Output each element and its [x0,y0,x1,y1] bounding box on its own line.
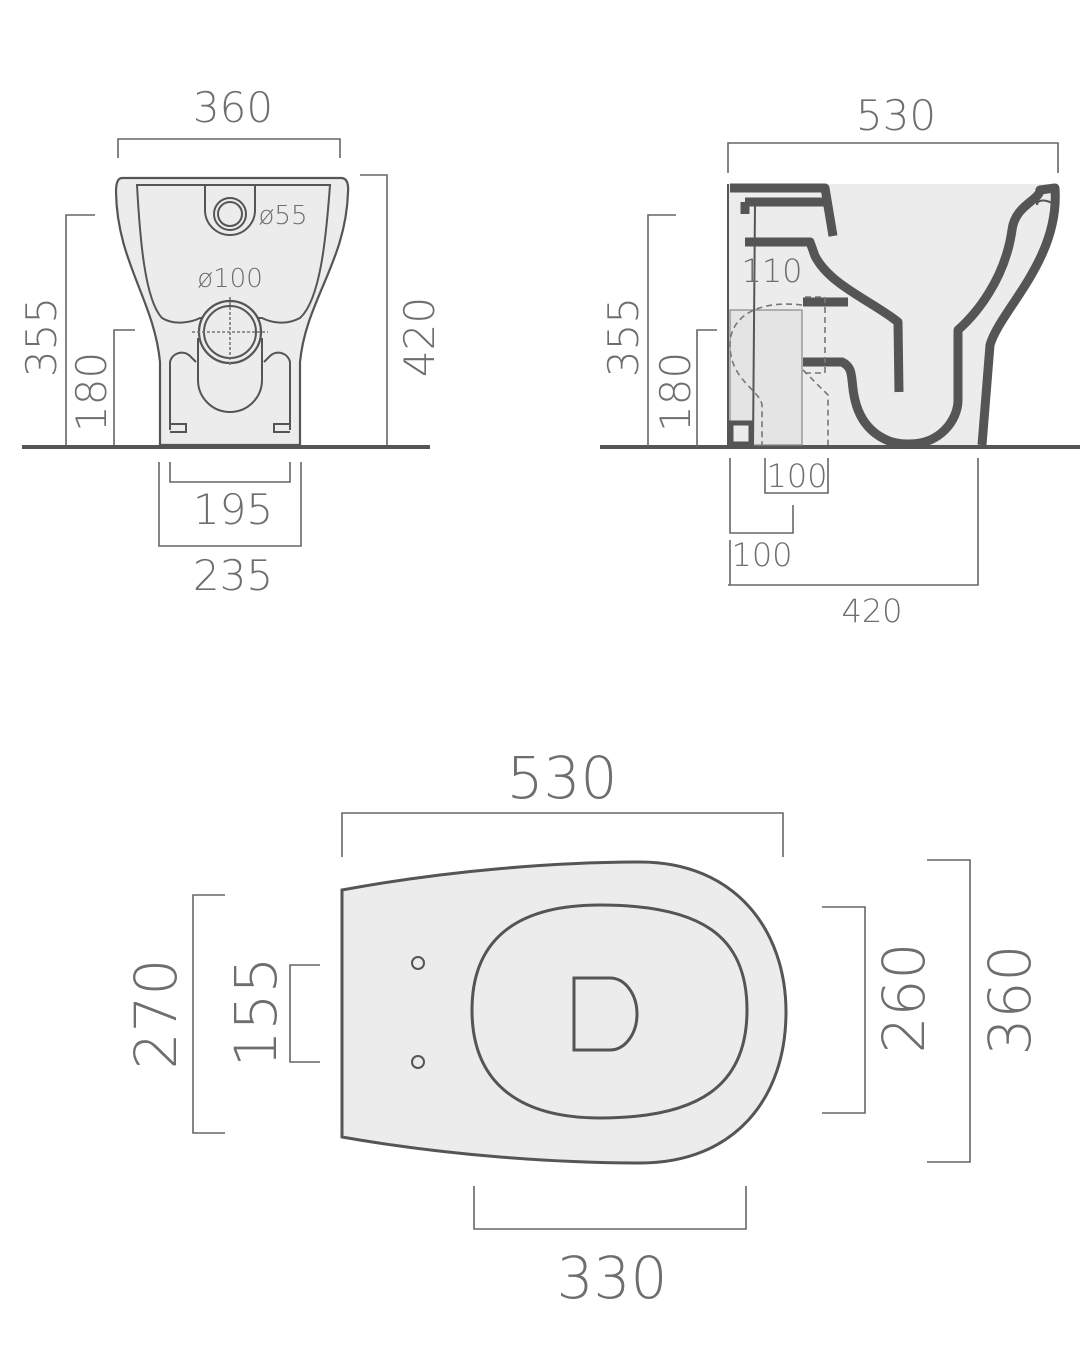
dim-side-180 [696,329,717,447]
dim-top-260 [822,906,866,1114]
label-top-530: 530 [507,744,618,812]
dim-top-155 [289,964,320,1063]
side-inner-wall [752,203,756,446]
front-view: 360 ø55 ø100 355 180 420 195 235 [17,83,444,600]
dim-front-235 [158,462,302,547]
front-right-foot [263,351,291,433]
inlet-55-inner-circle [217,201,243,227]
top-body-outline [340,860,788,1165]
label-front-180: 180 [67,352,116,432]
fixing-hole-bottom [411,1055,425,1069]
dim-side-420 [728,458,979,586]
side-rim-inner [1036,189,1056,207]
label-side-180: 180 [651,352,700,432]
dim-front-420 [360,174,388,445]
label-front-355: 355 [17,297,66,377]
top-view: 530 270 155 260 360 330 [122,744,1044,1312]
label-front-360: 360 [193,83,273,132]
label-side-530: 530 [856,91,936,140]
label-top-360: 360 [976,945,1044,1056]
label-top-330: 330 [557,1244,668,1312]
front-outlet-channel [197,338,263,413]
label-diam-100: ø100 [197,264,263,294]
label-diam-55: ø55 [259,201,308,231]
inlet-55-circle [213,197,247,231]
side-top-rim [730,183,904,393]
dim-front-195 [169,462,291,483]
top-seat-outline [470,903,749,1120]
label-side-110: 110 [741,252,802,290]
dim-top-330 [473,1186,747,1230]
dim-side-100-offset [729,458,794,534]
side-foot-block [728,420,754,447]
side-view: 530 355 180 110 100 100 420 [599,91,1080,630]
label-side-420: 420 [841,592,902,630]
dim-side-355 [647,214,676,447]
label-side-100-outlet: 100 [766,457,827,495]
label-side-355: 355 [599,297,648,377]
dim-top-530 [341,812,784,857]
fixing-hole-top [411,956,425,970]
label-front-235: 235 [193,551,273,600]
dim-front-355 [65,214,95,445]
front-tank-outline [135,184,332,324]
front-top-recess [204,185,256,236]
dim-top-270 [192,894,225,1134]
top-outlet-d-shape [572,976,639,1052]
side-hidden-pipe [729,296,829,445]
label-top-270: 270 [122,959,190,1070]
front-left-foot [169,351,197,433]
dim-side-100-outlet [764,458,829,494]
label-front-195: 195 [193,485,273,534]
dim-top-360 [927,859,971,1163]
dim-front-360 [117,138,341,158]
dim-side-530 [727,142,1059,173]
label-top-260: 260 [870,943,938,1054]
dim-front-180 [113,329,135,445]
label-front-420: 420 [395,297,444,377]
label-top-155: 155 [222,957,290,1068]
label-side-100-offset: 100 [731,536,792,574]
